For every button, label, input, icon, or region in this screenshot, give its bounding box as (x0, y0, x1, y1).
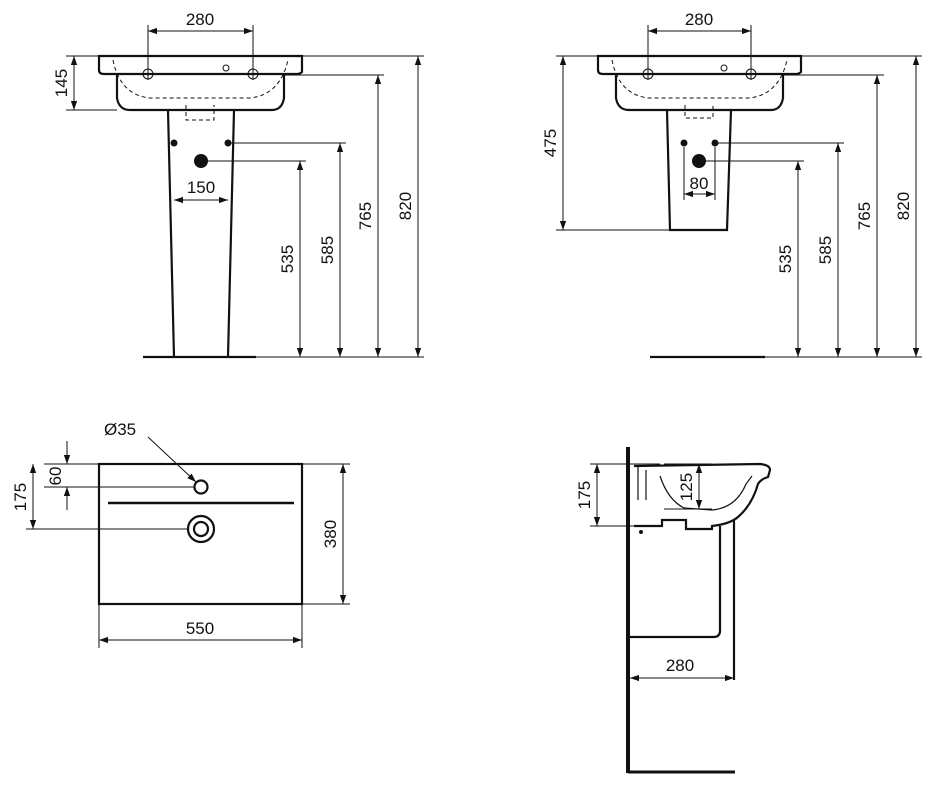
basin-bowl-2 (614, 74, 785, 112)
dim-basin-bottom-height-2-label: 765 (855, 202, 874, 230)
dim-waste-height-label: 535 (278, 245, 297, 273)
trap-outline (185, 105, 215, 121)
dim-waste-height: 535 (278, 161, 304, 357)
basin-outline-top (97, 462, 304, 606)
basin-bowl (115, 74, 286, 112)
dim-rim-height-label: 145 (52, 69, 71, 97)
dim-bowl-depth: 125 (664, 463, 712, 510)
supply-pipe-left (170, 139, 178, 147)
dim-bowl-depth-label: 125 (677, 473, 696, 501)
dim-tap-hole-offset: 60 (44, 441, 195, 510)
dim-basin-bottom-height: 765 (356, 75, 382, 357)
waste-pipe-2 (692, 154, 706, 168)
dim-waste-height-2-label: 535 (776, 245, 795, 273)
dim-depth-label: 380 (321, 520, 340, 548)
dim-tap-spacing-2-label: 280 (685, 10, 713, 29)
basin-inner-bowl (112, 59, 289, 99)
supply-pipe-left-2 (680, 139, 688, 147)
dim-overall-height-2-label: 820 (894, 192, 913, 220)
dim-waste-height-side-label: 175 (575, 481, 594, 509)
dim-width-label: 550 (186, 619, 214, 638)
waste-pipe (194, 154, 208, 168)
top-view: Ø35 60 175 550 380 (11, 420, 350, 648)
waste-outlet-outer (186, 514, 216, 544)
side-view: 125 175 280 (575, 447, 772, 774)
dim-overall-height-label: 820 (396, 192, 415, 220)
dim-tap-spacing-label: 280 (186, 10, 214, 29)
trap-outline-2 (684, 105, 714, 119)
dim-basin-bottom-height-2: 765 (855, 75, 881, 357)
front-view-pedestal: 280 145 150 535 585 (52, 10, 424, 359)
dim-tap-hole-diameter-label: Ø35 (104, 420, 136, 439)
dim-overall-height-2: 820 (894, 56, 920, 357)
side-screw (639, 530, 643, 534)
dim-pipe-spacing-2-label: 80 (690, 174, 709, 193)
overflow-hole-2 (720, 64, 728, 72)
dim-supply-height-label: 585 (318, 236, 337, 264)
dim-waste-height-side: 175 (575, 463, 660, 527)
dim-projection-label: 280 (666, 656, 694, 675)
basin-profile (633, 462, 772, 531)
waste-outlet-inner (192, 520, 210, 538)
dim-tap-spacing: 280 (147, 10, 254, 80)
dim-semi-pedestal-height: 475 (541, 55, 670, 231)
semi-pedestal (665, 109, 733, 232)
dim-waste-offset: 175 (11, 464, 188, 530)
pedestal (166, 109, 236, 358)
basin-inner-profile (659, 475, 753, 511)
dim-tap-hole-diameter: Ø35 (104, 420, 197, 483)
dim-semi-pedestal-height-label: 475 (541, 129, 560, 157)
tap-column (637, 466, 647, 500)
dim-basin-bottom-height-label: 765 (356, 202, 375, 230)
dim-overall-height: 820 (396, 56, 422, 357)
dim-waste-offset-label: 175 (11, 483, 30, 511)
basin-rim (97, 54, 304, 76)
dim-depth: 380 (302, 463, 350, 605)
dim-pipe-spacing-label: 150 (187, 178, 215, 197)
dim-tap-spacing-2: 280 (647, 10, 752, 80)
dim-rim-height: 145 (52, 55, 117, 111)
pedestal-side (630, 520, 736, 680)
basin-rim-2 (596, 54, 803, 76)
front-view-semi-pedestal: 280 475 80 535 585 765 (541, 10, 922, 359)
dim-pipe-spacing: 150 (174, 178, 228, 204)
dim-pipe-spacing-2: 80 (683, 147, 716, 200)
dim-waste-height-2: 535 (776, 161, 802, 357)
basin-inner-bowl-2 (611, 59, 788, 99)
dim-width: 550 (98, 604, 303, 648)
tap-hole (193, 479, 209, 495)
dim-supply-height-2-label: 585 (816, 236, 835, 264)
overflow-hole (222, 64, 230, 72)
dim-projection: 280 (630, 656, 734, 682)
dim-supply-height: 585 (318, 143, 344, 357)
dim-tap-hole-offset-label: 60 (46, 467, 65, 486)
dim-supply-height-2: 585 (816, 143, 842, 357)
